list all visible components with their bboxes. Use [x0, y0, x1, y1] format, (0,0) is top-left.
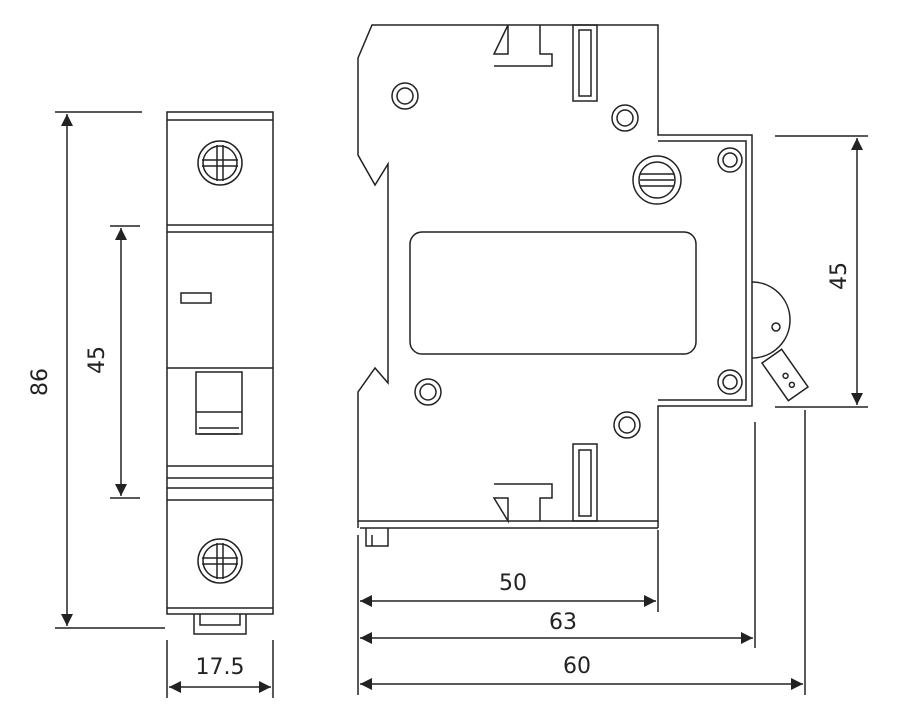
- front-body: [166, 111, 274, 615]
- dim-front-height-label: 86: [28, 368, 53, 396]
- bottom-tslot: [492, 483, 553, 524]
- side-body-outline: [357, 24, 753, 522]
- dim-front-width-label: 17.5: [196, 655, 245, 680]
- din-clip: [193, 614, 247, 635]
- indicator-window: [180, 292, 212, 304]
- dim-side-depth-c-label: 60: [563, 654, 591, 679]
- lever-pivot: [751, 281, 791, 359]
- label-window: [409, 231, 697, 355]
- rivet-icon: [391, 82, 743, 439]
- dim-front-mounting-label: 45: [85, 346, 110, 374]
- top-screw-icon: [197, 140, 243, 186]
- bottom-screw-icon: [197, 538, 243, 584]
- side-toggle-handle[interactable]: [760, 348, 810, 402]
- side-din-clip: [365, 528, 389, 547]
- front-view: [166, 111, 274, 635]
- adjustment-screw-icon: [632, 155, 682, 205]
- dim-side-height-label: 45: [827, 262, 852, 290]
- dim-front-mounting: [110, 225, 140, 499]
- top-tslot: [492, 24, 553, 67]
- dim-front-width: [166, 640, 274, 698]
- dim-side-extensions: [357, 410, 806, 695]
- dim-side-depth-b-label: 63: [549, 610, 577, 635]
- side-view: [357, 24, 810, 547]
- toggle-lever[interactable]: [195, 371, 243, 435]
- dim-front-height: [55, 111, 165, 629]
- dim-side-depth-a-label: 50: [499, 571, 527, 596]
- dim-side-height: [775, 135, 868, 408]
